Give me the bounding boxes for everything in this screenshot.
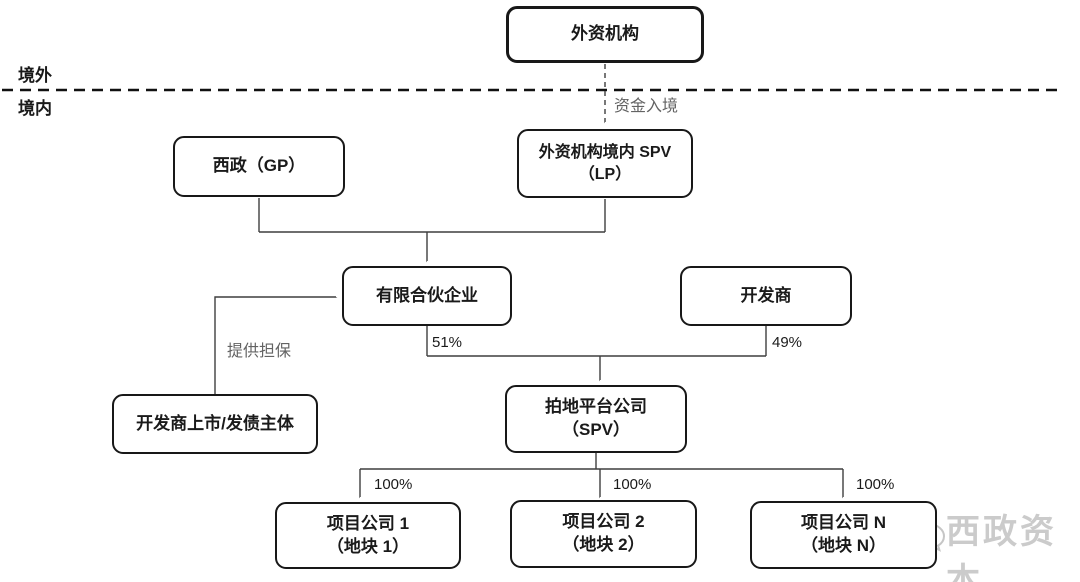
node-project-company-2: 项目公司 2 （地块 2） [510,500,697,568]
node-label-line1: 项目公司 N [801,513,886,533]
node-label-line1: 项目公司 1 [326,513,410,533]
edge-label-100pct-2: 100% [613,476,652,493]
node-label-line1: 拍地平台公司 [545,397,647,417]
node-label-line2: （LP） [578,165,632,183]
edge-label-capital-entry: 资金入境 [614,98,679,115]
node-label: 开发商上市/发债主体 [136,413,294,433]
node-label: 有限合伙企业 [376,285,478,305]
edge-label-51pct: 51% [432,334,463,351]
node-label-line1: 外资机构境内 SPV [538,143,672,161]
watermark-brand-text: 西政资本 [946,513,1057,582]
node-label: 西政（GP） [212,156,306,176]
node-foreign-institution: 外资机构 [506,6,704,63]
node-issuer: 开发商上市/发债主体 [112,394,318,454]
region-label-offshore: 境外 [18,66,52,85]
region-label-onshore: 境内 [18,99,52,118]
node-platform-spv: 拍地平台公司 （SPV） [505,385,687,453]
edge-label-49pct: 49% [772,334,803,351]
node-label-line2: （地块 2） [562,535,645,554]
node-limited-partnership: 有限合伙企业 [342,266,512,326]
edge-label-guarantee: 提供担保 [227,343,292,360]
edge-label-100pct-1: 100% [374,476,413,493]
node-lp-spv: 外资机构境内 SPV （LP） [517,129,693,198]
node-project-company-1: 项目公司 1 （地块 1） [275,502,461,569]
edge-guarantee [214,296,336,394]
edge-label-100pct-3: 100% [856,476,895,493]
node-project-company-n: 项目公司 N （地块 N） [750,501,937,569]
node-label-line2: （地块 1） [326,536,410,556]
node-developer: 开发商 [680,266,852,326]
node-label: 开发商 [740,285,792,305]
node-label-line1: 项目公司 2 [562,512,645,532]
node-label-line2: （地块 N） [801,536,886,555]
node-label-line2: （SPV） [561,420,631,439]
node-gp: 西政（GP） [173,136,345,197]
node-label: 外资机构 [571,24,639,44]
